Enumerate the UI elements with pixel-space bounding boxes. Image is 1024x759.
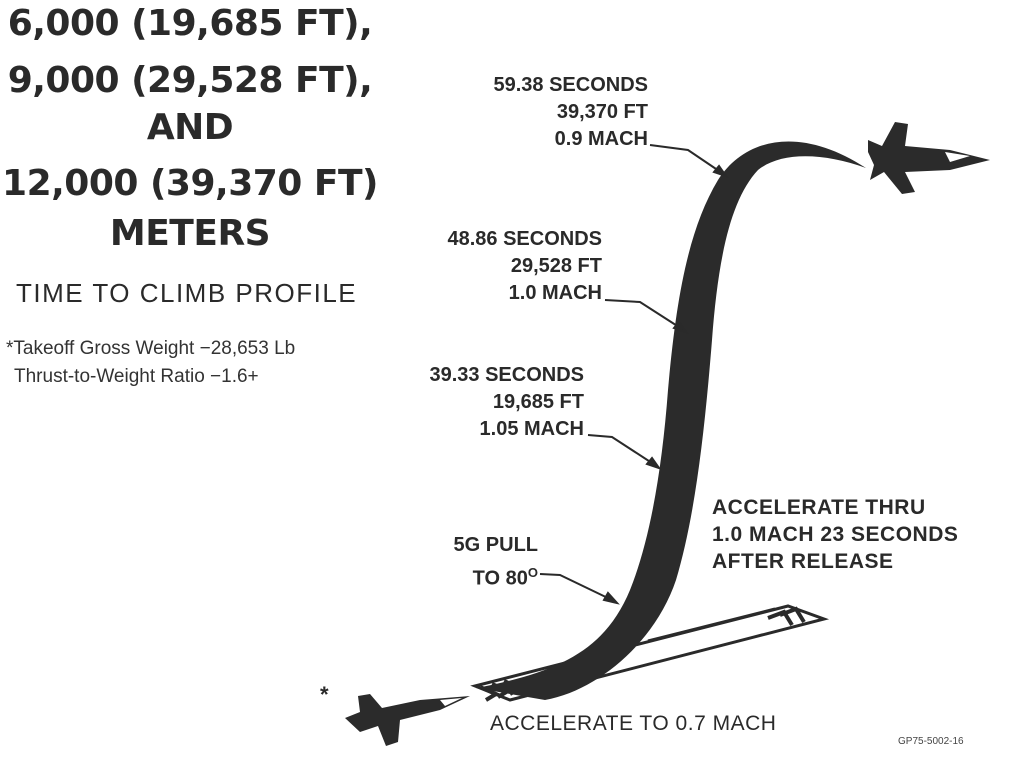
- figure-code: GP75-5002-16: [898, 736, 964, 747]
- pull-line-1: 5G PULL: [453, 534, 538, 556]
- subtitle: TIME TO CLIMB PROFILE: [16, 278, 358, 308]
- aircraft-top-icon: [868, 122, 990, 194]
- leader-arrows: [539, 144, 729, 605]
- asterisk-marker: *: [320, 682, 329, 707]
- pull-angle: TO 80: [472, 567, 528, 590]
- thrust-ratio-note: Thrust-to-Weight Ratio −1.6+: [14, 366, 259, 387]
- climb-ribbon: [476, 141, 866, 700]
- accelerate-line-2: 1.0 MACH 23 SECONDS: [712, 523, 959, 546]
- checkpoint-speed: 0.9 MACH: [554, 128, 648, 150]
- title-line-5: METERS: [109, 213, 271, 254]
- pull-degree: O: [527, 565, 538, 580]
- checkpoint-time: 48.86 SECONDS: [447, 228, 602, 250]
- checkpoint-time: 59.38 SECONDS: [493, 74, 648, 96]
- checkpoint-label-39370: 59.38 SECONDS 39,370 FT 0.9 MACH: [380, 72, 648, 153]
- checkpoint-altitude: 29,528 FT: [510, 255, 602, 277]
- runway-accelerate-label: ACCELERATE TO 0.7 MACH: [490, 712, 777, 735]
- title-line-3: AND: [146, 107, 234, 148]
- checkpoint-speed: 1.05 MACH: [479, 418, 584, 440]
- title-line-2: 9,000 (29,528 FT),: [7, 60, 373, 101]
- accelerate-line-1: ACCELERATE THRU: [712, 496, 926, 519]
- title-line-1: 6,000 (19,685 FT),: [7, 3, 373, 44]
- aircraft-bottom-icon: [345, 694, 470, 746]
- accelerate-line-3: AFTER RELEASE: [712, 550, 894, 573]
- pull-line-2: TO 80O: [380, 559, 538, 590]
- checkpoint-altitude: 19,685 FT: [492, 391, 584, 413]
- checkpoint-label-19685: 39.33 SECONDS 19,685 FT 1.05 MACH: [310, 362, 584, 443]
- checkpoint-altitude: 39,370 FT: [556, 101, 648, 123]
- title-line-4: 12,000 (39,370 FT): [2, 163, 378, 204]
- takeoff-weight-note: *Takeoff Gross Weight −28,653 Lb: [6, 338, 296, 359]
- checkpoint-label-29528: 48.86 SECONDS 29,528 FT 1.0 MACH: [330, 226, 602, 307]
- checkpoint-speed: 1.0 MACH: [508, 282, 602, 304]
- accelerate-through-note: ACCELERATE THRU 1.0 MACH 23 SECONDS AFTE…: [712, 494, 958, 575]
- checkpoint-time: 39.33 SECONDS: [429, 364, 584, 386]
- pull-up-label: 5G PULL TO 80O: [380, 532, 538, 590]
